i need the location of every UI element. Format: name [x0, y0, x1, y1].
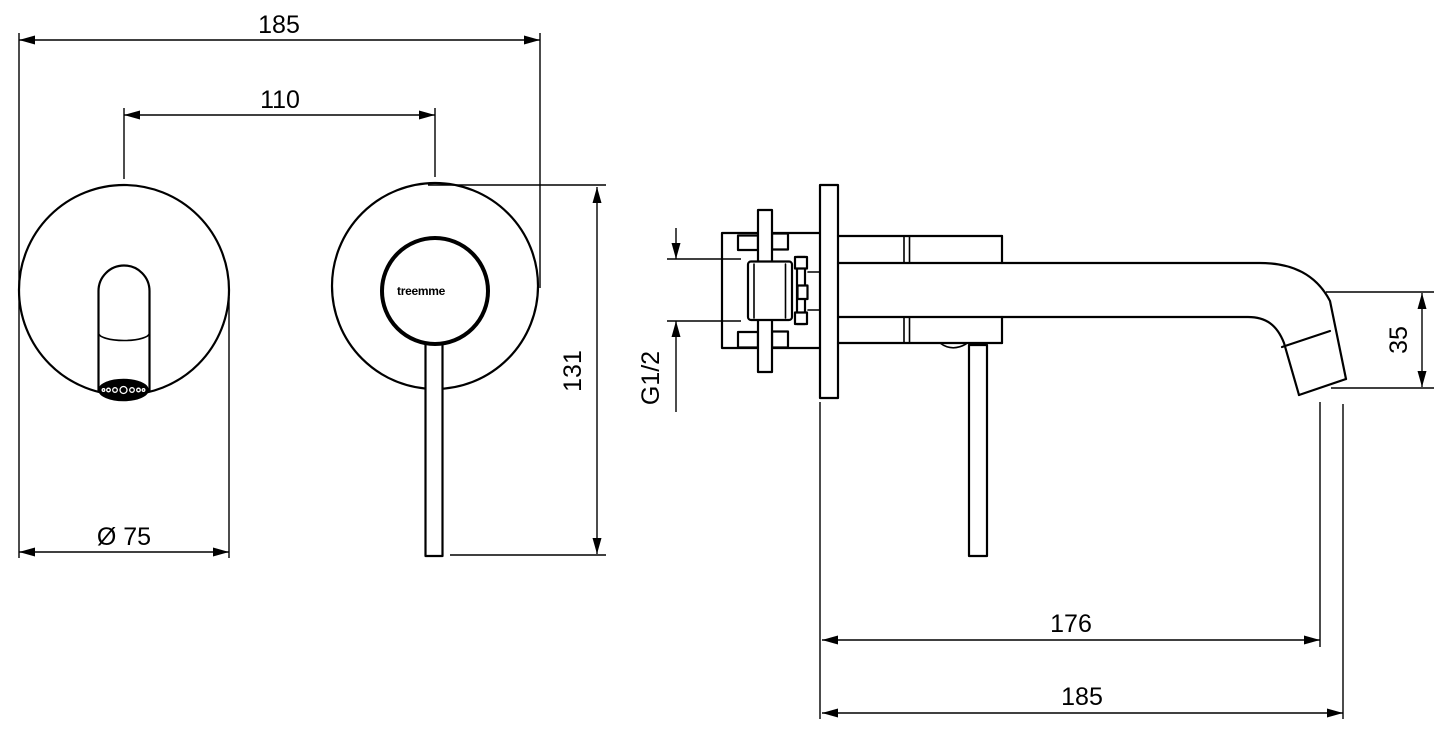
spout-seam [97, 332, 151, 342]
arrowhead [822, 635, 838, 645]
aerator-ring [119, 385, 128, 395]
arrowhead [1417, 293, 1427, 309]
aerator [98, 378, 149, 402]
arrowhead [592, 538, 602, 554]
dim-label: G1/2 [637, 351, 665, 405]
inlet-stub-top-right [770, 232, 790, 251]
spout-bottom-line [836, 315, 1301, 397]
arrowhead [419, 110, 435, 120]
dim-total-depth: 185 [822, 404, 1344, 719]
body-seam [903, 316, 911, 344]
handle-lever-front [424, 330, 444, 558]
dim-label: 185 [258, 11, 300, 39]
dim-label: 131 [559, 350, 587, 392]
dim-label: 185 [1061, 683, 1103, 711]
dim-spout-end-drop: 35 [1326, 291, 1434, 389]
dim-label: 35 [1385, 326, 1413, 354]
aerator-ring [112, 387, 118, 393]
arrowhead [822, 708, 838, 718]
dim-label: 110 [260, 86, 300, 114]
spout-tip-end [1297, 377, 1348, 397]
arrowhead [1327, 708, 1343, 718]
handle-lever-side [967, 343, 989, 558]
aerator-ring [106, 387, 111, 393]
arrowhead [671, 321, 681, 337]
aerator-ring [141, 388, 146, 392]
flange-nut [796, 284, 809, 301]
wall-plate [818, 183, 840, 400]
spout-side [836, 261, 1348, 397]
mixer-body [836, 234, 1004, 345]
dim-inlet-thread: G1/2 [637, 228, 741, 412]
dim-spout-reach: 176 [819, 402, 1321, 719]
brand-logo: treemme [397, 284, 446, 298]
arrowhead [213, 547, 229, 557]
cartridge-body [746, 260, 794, 322]
aerator-face [98, 378, 149, 402]
side-view [720, 183, 1348, 558]
dim-height-to-handle-end: 131 [428, 184, 606, 556]
arrowhead [592, 187, 602, 203]
dim-total-width: 185 [18, 11, 541, 558]
aerator-ring [101, 388, 106, 392]
arrowhead [1417, 371, 1427, 387]
arrowhead [671, 243, 681, 259]
mounting-flange [793, 255, 809, 326]
arrowhead [19, 547, 35, 557]
aerator-ring [136, 387, 141, 393]
body-seam [903, 235, 911, 264]
arrowhead [1304, 635, 1320, 645]
aerator-ring [129, 387, 135, 393]
dim-label: 176 [1050, 610, 1092, 638]
dim-hole-spacing: 110 [123, 86, 436, 179]
spout-top-line [836, 261, 1348, 381]
arrowhead [19, 35, 35, 45]
handle-joint-arc [939, 342, 967, 349]
dim-escutcheon-diameter: Ø 75 [19, 297, 230, 558]
arrowhead [124, 110, 140, 120]
flange-tab-bottom [793, 311, 809, 326]
arrowhead [524, 35, 540, 45]
dim-label: Ø 75 [97, 523, 151, 551]
flange-tab-top [793, 255, 809, 270]
front-view: treemme [17, 181, 540, 558]
inlet-stub-bottom-left [736, 330, 760, 349]
spout-tip-seam [1280, 329, 1332, 349]
inlet-stub-top-left [736, 234, 760, 252]
spout-front [97, 264, 151, 392]
dimensions: 185 110 Ø 75 131 [18, 11, 1434, 719]
inlet-stub-bottom-right [770, 330, 790, 349]
handle-cap [380, 236, 490, 346]
